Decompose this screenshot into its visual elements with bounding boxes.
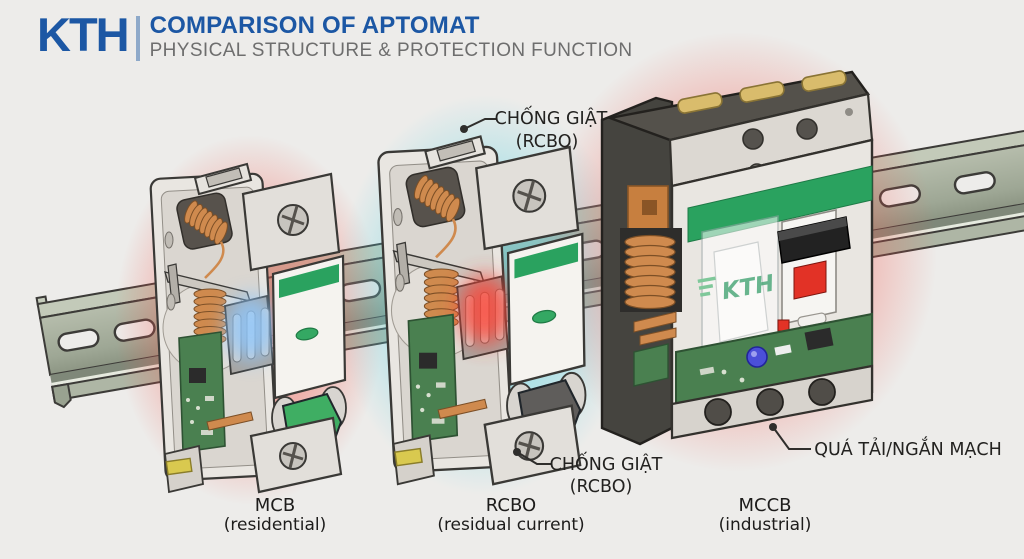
annotation-mccb: QUÁ TẢI/NGẮN MẠCH [769,423,1002,460]
page-subtitle: PHYSICAL STRUCTURE & PROTECTION FUNCTION [149,40,633,61]
header-divider [135,16,140,61]
breaker-mccb: KTH [600,70,874,446]
annotation-rcbo-bottom-line2: (RCBO) [570,477,633,497]
caption-mcb-sub: (residential) [224,515,326,535]
page-title: COMPARISON OF APTOMAT [149,12,480,39]
breaker-rcbo [378,136,586,484]
page-header: KTH COMPARISON OF APTOMAT PHYSICAL STRUC… [37,8,633,61]
caption-rcbo-name: RCBO [486,495,536,516]
annotation-mccb-text: QUÁ TẢI/NGẮN MẠCH [814,436,1002,460]
annotation-rcbo-bottom-line1: CHỐNG GIẬT [550,451,663,475]
annotation-rcbo-top-line2: (RCBO) [516,132,579,152]
breaker-mcb [150,164,346,492]
annotation-rcbo-top-line1: CHỐNG GIẬT [495,105,608,129]
caption-mccb-name: MCCB [738,495,791,516]
annotation-rcbo-bottom: CHỐNG GIẬT (RCBO) [513,448,663,497]
annotation-rcbo-top: CHỐNG GIẬT (RCBO) [460,105,608,152]
caption-mcb-name: MCB [255,495,295,516]
device-captions: MCB (residential) RCBO (residual current… [224,495,812,535]
caption-mccb-sub: (industrial) [719,515,812,535]
caption-rcbo-sub: (residual current) [437,515,584,535]
header-titles: COMPARISON OF APTOMAT PHYSICAL STRUCTURE… [149,12,633,61]
kth-logo: KTH [37,8,130,61]
